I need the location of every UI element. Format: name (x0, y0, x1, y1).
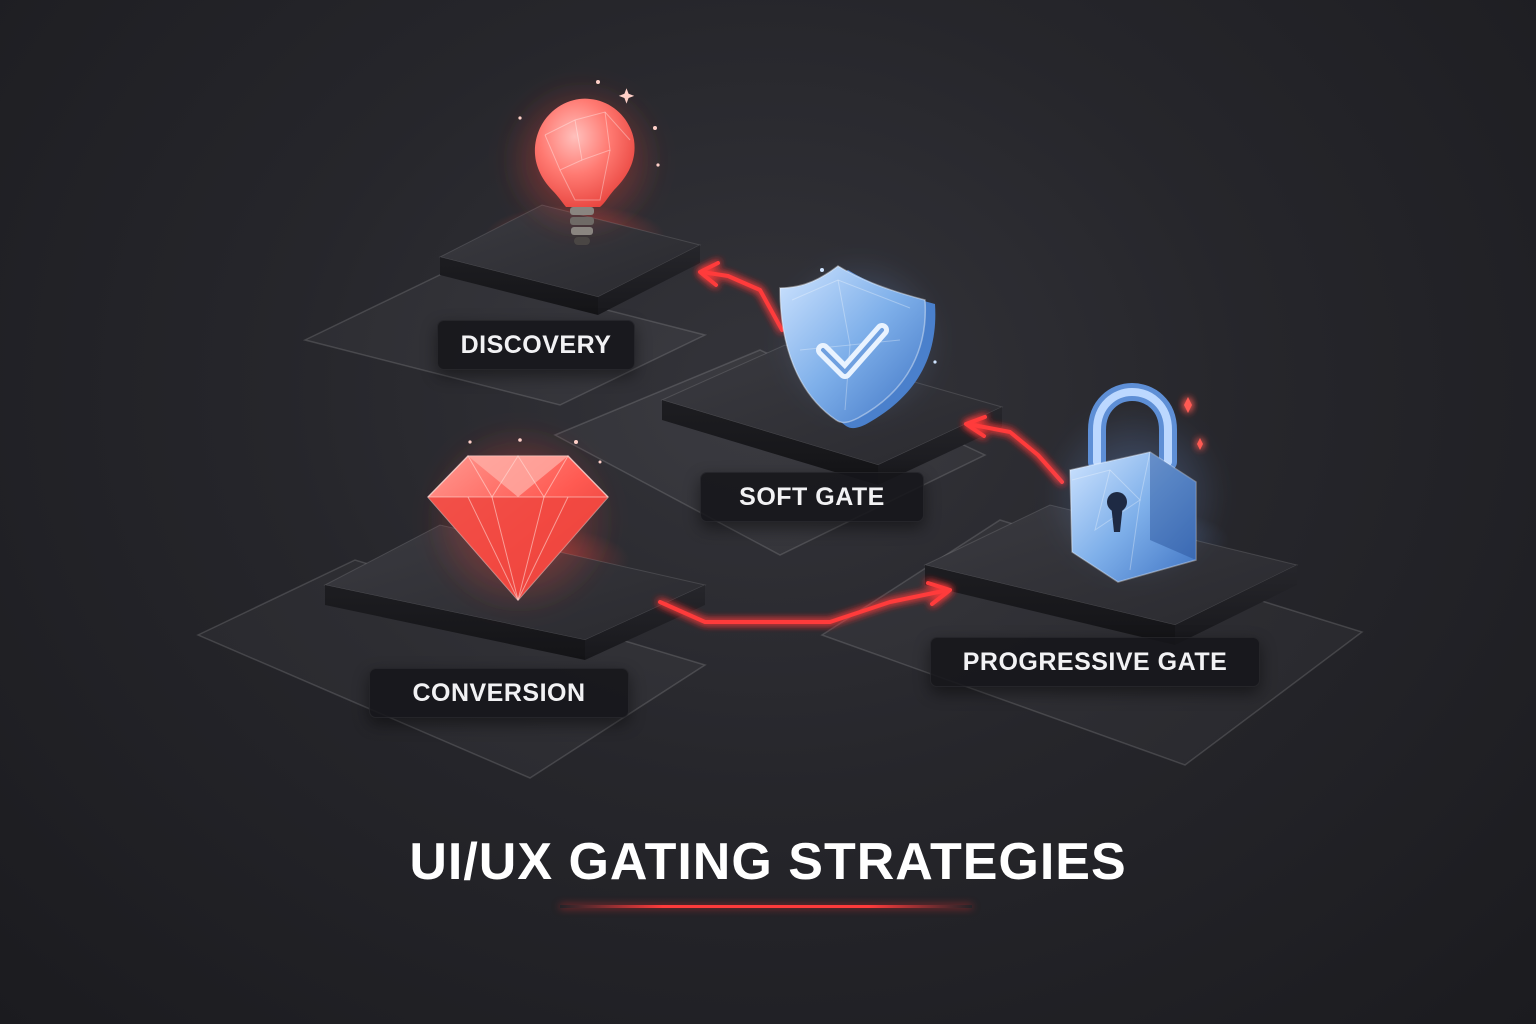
glass-plate-discovery (302, 269, 708, 406)
stage-label-conversion: CONVERSION (369, 668, 629, 718)
arrow-conversion-to-progressive (658, 588, 950, 624)
lightbulb-icon (502, 80, 662, 245)
shield-check-icon (775, 255, 945, 429)
arrow-soft-gate-to-discovery (700, 270, 784, 332)
diamond-icon (425, 425, 615, 615)
glass-plate-conversion (196, 559, 707, 779)
stage-label-soft-gate: SOFT GATE (700, 472, 924, 522)
stage-label-discovery: DISCOVERY (437, 320, 635, 370)
arrowhead-soft-gate (964, 415, 987, 438)
stage-label-progressive-gate: PROGRESSIVE GATE (930, 637, 1260, 687)
padlock-icon (1045, 382, 1225, 585)
arrowhead-discovery (698, 261, 720, 287)
title-underline (560, 905, 972, 908)
arrowhead-progressive (926, 581, 952, 606)
page-title: UI/UX GATING STRATEGIES (409, 833, 1127, 891)
